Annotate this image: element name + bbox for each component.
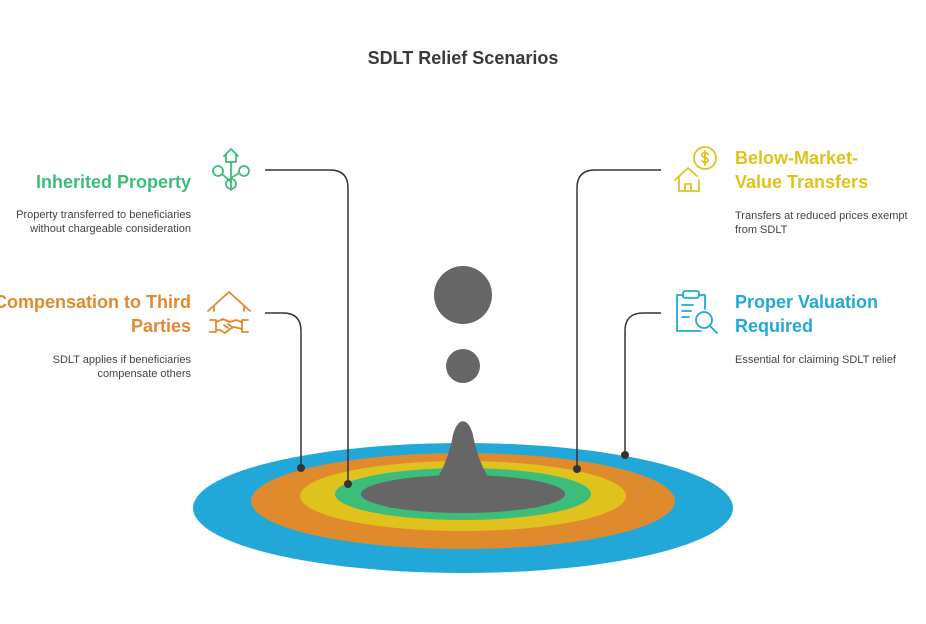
connector-inherited — [265, 169, 349, 484]
heading-inherited-property: Inherited Property — [35, 172, 191, 192]
description-inherited-property: Property transferred to beneficiaries wi… — [16, 209, 191, 235]
connector-below — [576, 169, 661, 469]
connector-comp — [265, 312, 302, 468]
diagram-title: SDLT Relief Scenarios — [367, 48, 559, 68]
connector-dot-comp — [297, 464, 305, 472]
description-proper-valuation: Essential for claiming SDLT relief — [735, 354, 896, 366]
description-below-market-value: Transfers at reduced prices exempt from … — [735, 210, 908, 236]
description-compensation-third-parties: SDLT applies if beneficiaries compensate… — [52, 354, 191, 380]
splash-spike — [385, 421, 541, 508]
connector-dot-below — [573, 465, 581, 473]
droplet-large — [434, 266, 492, 324]
droplet-small — [446, 349, 480, 383]
tree-house-icon — [212, 148, 250, 191]
connector-proper — [624, 312, 661, 455]
house-handshake-icon — [207, 291, 251, 334]
heading-compensation-third-parties: Compensation to Third Parties — [0, 292, 191, 336]
connector-dot-inherited — [344, 480, 352, 488]
document-search-icon — [676, 290, 718, 334]
heading-below-market-value: Below-Market-Value Transfers — [735, 148, 869, 192]
connector-dot-proper — [621, 451, 629, 459]
house-dollar-icon — [674, 146, 717, 192]
heading-proper-valuation: Proper Valuation Required — [735, 292, 879, 336]
